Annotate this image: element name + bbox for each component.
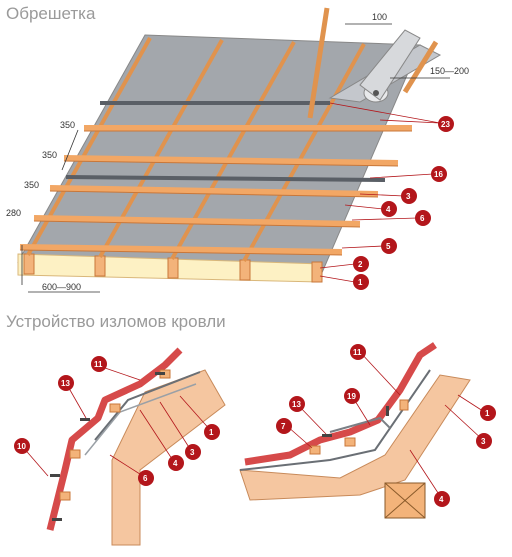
left-rafter [111,369,226,546]
loose-batten [307,7,330,119]
right-rafter [239,374,471,501]
lathing-diagram: 100 150—200 350 350 350 280 600—900 23 1… [6,7,469,293]
callout-2: 2 [358,260,363,269]
dim-rafter-step: 600—900 [42,282,81,292]
top-callouts: 23 16 3 4 6 5 2 1 [353,116,454,290]
dim-spacing-3: 350 [24,180,39,190]
fixing-strip-2 [65,175,386,182]
callout-right-3: 3 [481,437,486,446]
callout-5: 5 [386,242,391,251]
callout-right-7: 7 [281,422,286,431]
callout-right-19: 19 [347,392,356,401]
dim-lines [21,23,450,293]
title-lathing: Обрешетка [6,4,96,23]
callout-1: 1 [358,278,363,287]
dim-overlap-range: 150—200 [430,66,469,76]
callout-3: 3 [406,192,411,201]
callout-left-4: 4 [173,459,178,468]
callout-left-11: 11 [94,360,103,369]
callout-left-10: 10 [17,442,26,451]
callout-right-13: 13 [292,400,301,409]
dim-spacing-2: 350 [42,150,57,160]
callout-left-1: 1 [209,428,214,437]
dim-spacing-1: 350 [60,120,75,130]
callout-4: 4 [386,205,391,214]
left-break-detail: 11 13 10 6 4 3 1 [14,347,226,546]
right-metal-tile [244,342,437,466]
callout-left-3: 3 [190,448,195,457]
batten-edges [19,130,412,256]
edge-batten [402,40,439,94]
battens [19,125,412,255]
right-break-detail: 11 19 13 7 1 3 4 [239,342,496,519]
dim-overlap: 100 [372,12,387,22]
callout-16: 16 [434,170,443,179]
callout-23: 23 [441,120,450,129]
top-leaders [319,102,441,283]
callout-right-1: 1 [485,409,490,418]
title-roof-breaks: Устройство изломов кровли [6,312,226,331]
dim-spacing-first: 280 [6,208,21,218]
left-metal-tile [46,347,183,531]
callout-6: 6 [420,214,425,223]
callout-left-13: 13 [61,379,70,388]
callout-right-4: 4 [439,495,444,504]
callout-right-11: 11 [353,348,362,357]
callout-left-6: 6 [143,474,148,483]
membrane-roll [328,29,442,103]
